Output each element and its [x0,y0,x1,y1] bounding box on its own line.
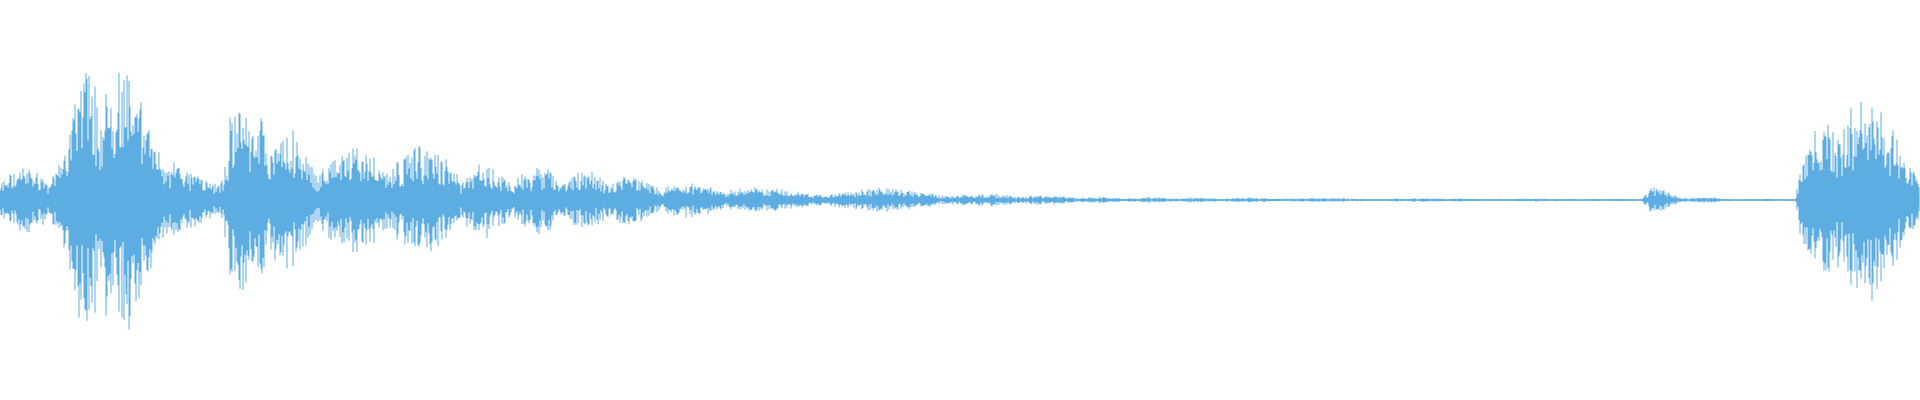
waveform-samples [0,72,1920,330]
waveform-trace [0,72,1920,330]
